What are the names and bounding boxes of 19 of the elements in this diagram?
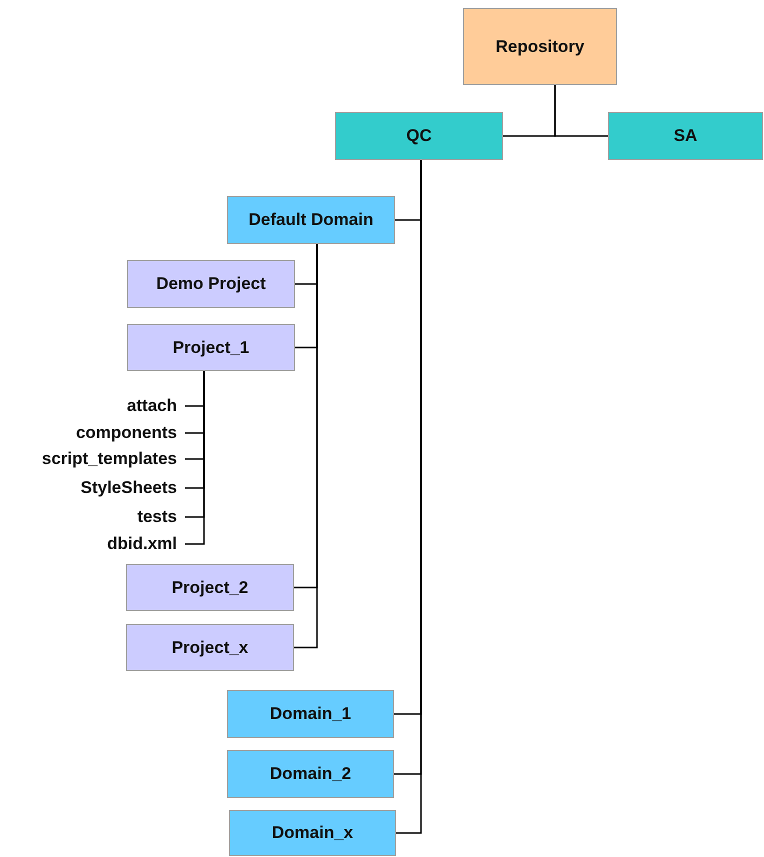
project-box: Project_2: [126, 564, 294, 611]
folder-label: attach: [2, 396, 177, 416]
folder-label: components: [2, 423, 177, 443]
domain-box: Domain_1: [227, 690, 394, 738]
connector-line: [554, 85, 608, 137]
project-box: Demo Project: [127, 260, 295, 308]
folder-label: script_templates: [2, 449, 177, 469]
domain-box: Default Domain: [227, 196, 395, 244]
project-box: Project_x: [126, 624, 294, 671]
domain-box: Domain_2: [227, 750, 394, 798]
folder-label: StyleSheets: [2, 478, 177, 498]
repository-box: Repository: [463, 8, 617, 85]
connector-line: [185, 371, 205, 545]
domain-box: Domain_x: [229, 810, 396, 856]
application-box: QC: [335, 112, 503, 160]
folder-label: tests: [2, 507, 177, 527]
application-box: SA: [608, 112, 763, 160]
project-box: Project_1: [127, 324, 295, 371]
folder-label: dbid.xml: [2, 534, 177, 554]
